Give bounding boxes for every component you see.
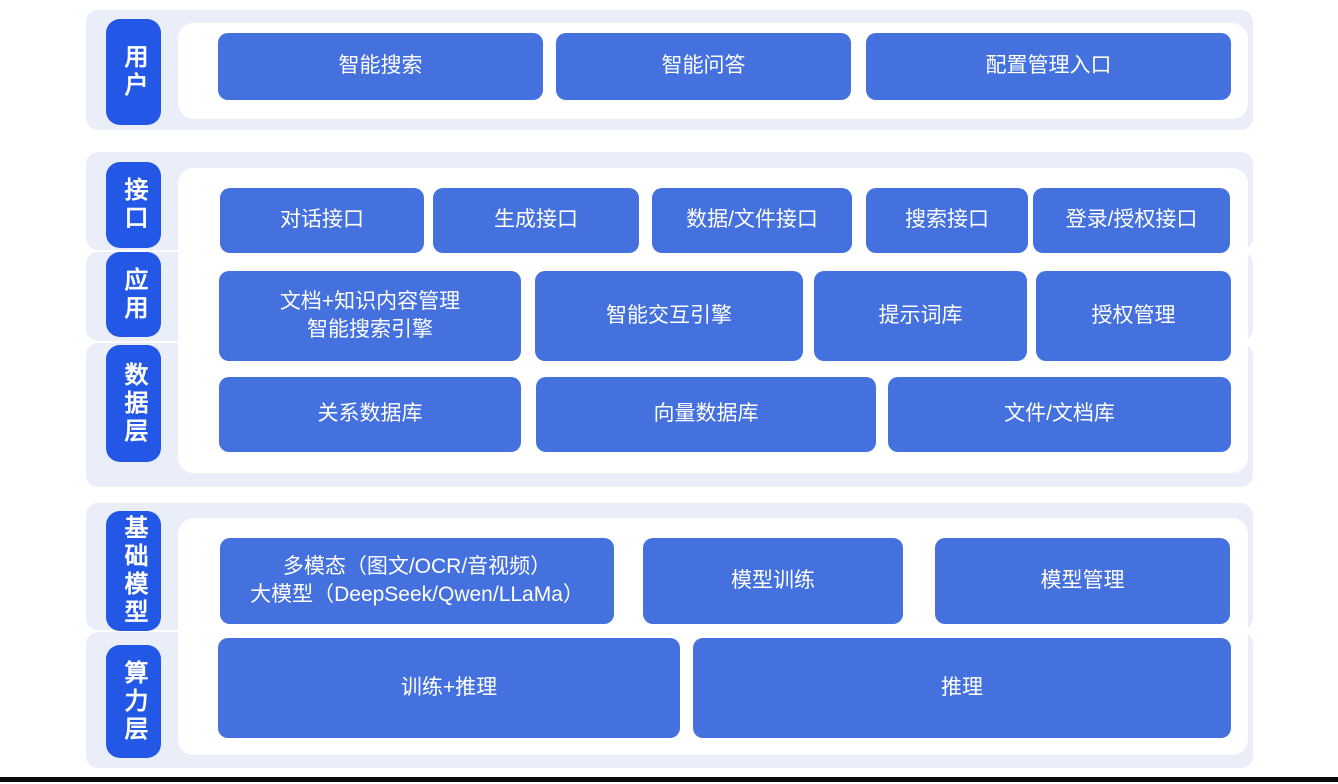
block-model-training: 模型训练 xyxy=(643,538,903,624)
block-doc-knowledge-search-engine: 文档+知识内容管理 智能搜索引擎 xyxy=(219,271,521,361)
tab-interface-layer: 接口 xyxy=(106,162,161,248)
block-inference: 推理 xyxy=(693,638,1231,738)
block-vector-db: 向量数据库 xyxy=(536,377,876,452)
block-dialog-api: 对话接口 xyxy=(220,188,424,253)
block-generation-api: 生成接口 xyxy=(433,188,639,253)
tab-compute-layer: 算力层 xyxy=(106,645,161,758)
block-multimodal-llm: 多模态（图文/OCR/音视频） 大模型（DeepSeek/Qwen/LLaMa） xyxy=(220,538,614,624)
block-line-2: 智能搜索引擎 xyxy=(307,318,433,341)
block-prompt-library: 提示词库 xyxy=(814,271,1027,361)
block-file-doc-store: 文件/文档库 xyxy=(888,377,1231,452)
block-authorization-mgmt: 授权管理 xyxy=(1036,271,1231,361)
block-login-auth-api: 登录/授权接口 xyxy=(1033,188,1230,253)
tab-user-layer: 用户 xyxy=(106,19,161,125)
block-model-mgmt: 模型管理 xyxy=(935,538,1230,624)
block-training-inference: 训练+推理 xyxy=(218,638,680,738)
tab-foundation-model-layer: 基础模型 xyxy=(106,511,161,631)
block-relational-db: 关系数据库 xyxy=(219,377,521,452)
block-line-1: 文档+知识内容管理 xyxy=(279,289,461,313)
block-search-api: 搜索接口 xyxy=(866,188,1028,253)
block-config-mgmt-entry: 配置管理入口 xyxy=(866,33,1231,100)
block-line-1: 多模态（图文/OCR/音视频） xyxy=(282,554,552,578)
block-smart-interaction-engine: 智能交互引擎 xyxy=(535,271,803,361)
block-smart-qa: 智能问答 xyxy=(556,33,851,100)
tab-data-layer: 数据层 xyxy=(106,345,161,462)
bottom-divider-bar xyxy=(0,777,1338,782)
block-smart-search: 智能搜索 xyxy=(218,33,543,100)
tab-application-layer: 应用 xyxy=(106,252,161,337)
block-line-2: 大模型（DeepSeek/Qwen/LLaMa） xyxy=(250,583,584,606)
block-data-file-api: 数据/文件接口 xyxy=(652,188,852,253)
